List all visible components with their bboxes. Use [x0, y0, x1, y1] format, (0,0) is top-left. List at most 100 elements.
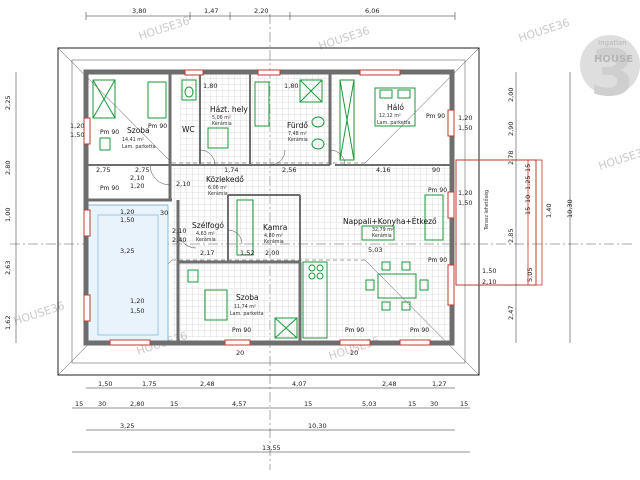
misc-dim: 2,10	[130, 174, 144, 182]
dim-bottom: 1,50	[98, 380, 112, 388]
room-name-kozlekedo: Közlekedő	[206, 175, 244, 184]
room-area-szoba2: 11,74 m²	[234, 304, 256, 310]
pm-label: Pm 90	[100, 129, 119, 136]
dim-top: 6,06	[365, 7, 379, 15]
double-bed-icon	[374, 87, 416, 127]
dim-bottom: 2,48	[382, 380, 396, 388]
inner-dim: 5,03	[368, 246, 382, 254]
dim-left: 2,80	[4, 161, 12, 175]
room-area-szelfogo: 4,63 m²	[196, 231, 215, 237]
window-dim: 1,50	[458, 199, 472, 207]
bathtub-icon	[254, 81, 270, 127]
dim-bottom-2: 15	[75, 400, 83, 408]
room-floor-kozlekedo: Kerámia	[208, 190, 228, 197]
dim-right-small: 10	[524, 195, 532, 203]
dim-right: 2,78	[507, 151, 515, 165]
watermark-text-3: HOUSE36	[517, 16, 571, 45]
misc-dim: 2,40	[172, 236, 186, 244]
dimension-left: 2,25 2,80 1,00 2,63 1,62	[4, 72, 17, 343]
room-name-haztart: Házt. hely	[210, 105, 248, 114]
room-name-kamra: Kamra	[263, 223, 287, 232]
pm-label: Pm 90	[428, 187, 447, 194]
badge-digit: 3	[590, 37, 635, 111]
floor-fills	[87, 75, 450, 346]
room-floor-kamra: Kerámia	[264, 238, 284, 245]
pm-label: Pm 90	[428, 257, 447, 264]
kitchen-counter	[302, 261, 328, 339]
desk-icon	[274, 317, 298, 339]
dim-bottom-2: 15	[408, 400, 416, 408]
inner-dim: 2,00	[265, 249, 279, 257]
inner-dim: 4,16	[376, 166, 390, 174]
misc-dim: 90	[432, 166, 440, 174]
fixtures	[92, 79, 444, 339]
misc-dim: 30	[160, 209, 168, 217]
room-floor-haztart: Kerámia	[212, 120, 232, 127]
inner-dim: 1,74	[224, 166, 238, 174]
dim-bottom-2: 4,57	[232, 400, 246, 408]
window-dim: 1,50	[120, 216, 134, 224]
window-dim: 1,20	[458, 189, 472, 197]
window-dim: 1,20	[70, 122, 84, 130]
pm-label: Pm 90	[232, 327, 251, 334]
room-name-nappali: Nappali+Konyha+Étkező	[343, 217, 437, 226]
dim-top: 3,80	[132, 7, 146, 15]
dim-right-total: 10,30	[566, 199, 574, 218]
dim-bottom-3: 10,30	[308, 422, 327, 430]
doors	[149, 149, 346, 249]
room-name-wc: WC	[182, 125, 195, 134]
dim-left: 2,63	[4, 261, 12, 275]
room-area-nappali: 32,79 m²	[372, 227, 394, 233]
inner-dim: 2,75	[96, 166, 110, 174]
wardrobe-halo	[339, 79, 355, 161]
room-name-szoba1: Szoba	[127, 126, 150, 135]
dim-bottom-total: 13,55	[262, 444, 281, 452]
pm-label: Pm 90	[100, 185, 119, 192]
misc-dim: 2,10	[172, 227, 186, 235]
dim-top: 2,20	[254, 7, 268, 15]
window-dim: 2,10	[482, 278, 496, 286]
badge-word: HOUSE	[594, 54, 633, 65]
bed-symbol	[147, 81, 167, 119]
dimension-top: 3,80 1,47 2,20 6,06	[85, 7, 456, 20]
badge-top: Ingatlan	[598, 39, 627, 47]
watermark-text-1: HOUSE36	[137, 14, 191, 43]
pm-label: Pm 90	[148, 123, 167, 130]
inner-dim: 2,56	[282, 166, 296, 174]
dim-bottom: 4,07	[292, 380, 306, 388]
room-floor-halo: Lam. parketta	[377, 120, 411, 126]
room-floor-szoba2: Lam. parketta	[230, 311, 264, 317]
house36-badge: 3 Ingatlan HOUSE	[580, 35, 640, 111]
dim-bottom-2: 15	[460, 400, 468, 408]
room-floor-furdo: Kerámia	[288, 136, 308, 143]
window-dim: 1,50	[130, 307, 144, 315]
dim-bottom: 2,48	[200, 380, 214, 388]
room-name-furdo: Fürdő	[287, 121, 308, 130]
dim-right: 2,85	[507, 229, 515, 243]
dim-right-small: 15	[524, 164, 532, 172]
inner-dim: 3,25	[120, 247, 134, 255]
room-area-haztart: 5,06 m²	[212, 115, 231, 121]
room-floor-szoba1: Lam. parketta	[122, 144, 156, 150]
window-dim: 1,50	[70, 131, 84, 139]
inner-dim: 1,80	[203, 82, 217, 90]
pm-label: Pm 90	[345, 327, 364, 334]
room-labels: Szoba 14,41 m² Lam. parketta Házt. hely …	[122, 103, 437, 317]
dim-right: 2,47	[507, 306, 515, 320]
dim-right-small: 15	[524, 207, 532, 215]
misc-dim: 20	[350, 349, 358, 357]
bed-symbol-2	[204, 289, 228, 321]
room-floor-szelfogo: Kerámia	[196, 236, 216, 243]
shower-icon	[299, 79, 323, 103]
misc-dim: 2,10	[176, 180, 190, 188]
dim-left: 1,00	[4, 208, 12, 222]
inner-dim: 1,52	[240, 249, 254, 257]
dining-table-icon	[377, 273, 417, 299]
sofa-icon	[361, 225, 395, 241]
window-dim: 1,20	[458, 114, 472, 122]
dim-bottom: 1,75	[142, 380, 156, 388]
inner-dim: 2,17	[200, 249, 214, 257]
window-dim: 1,50	[482, 267, 496, 275]
dim-right-small: 1,40	[545, 204, 553, 218]
